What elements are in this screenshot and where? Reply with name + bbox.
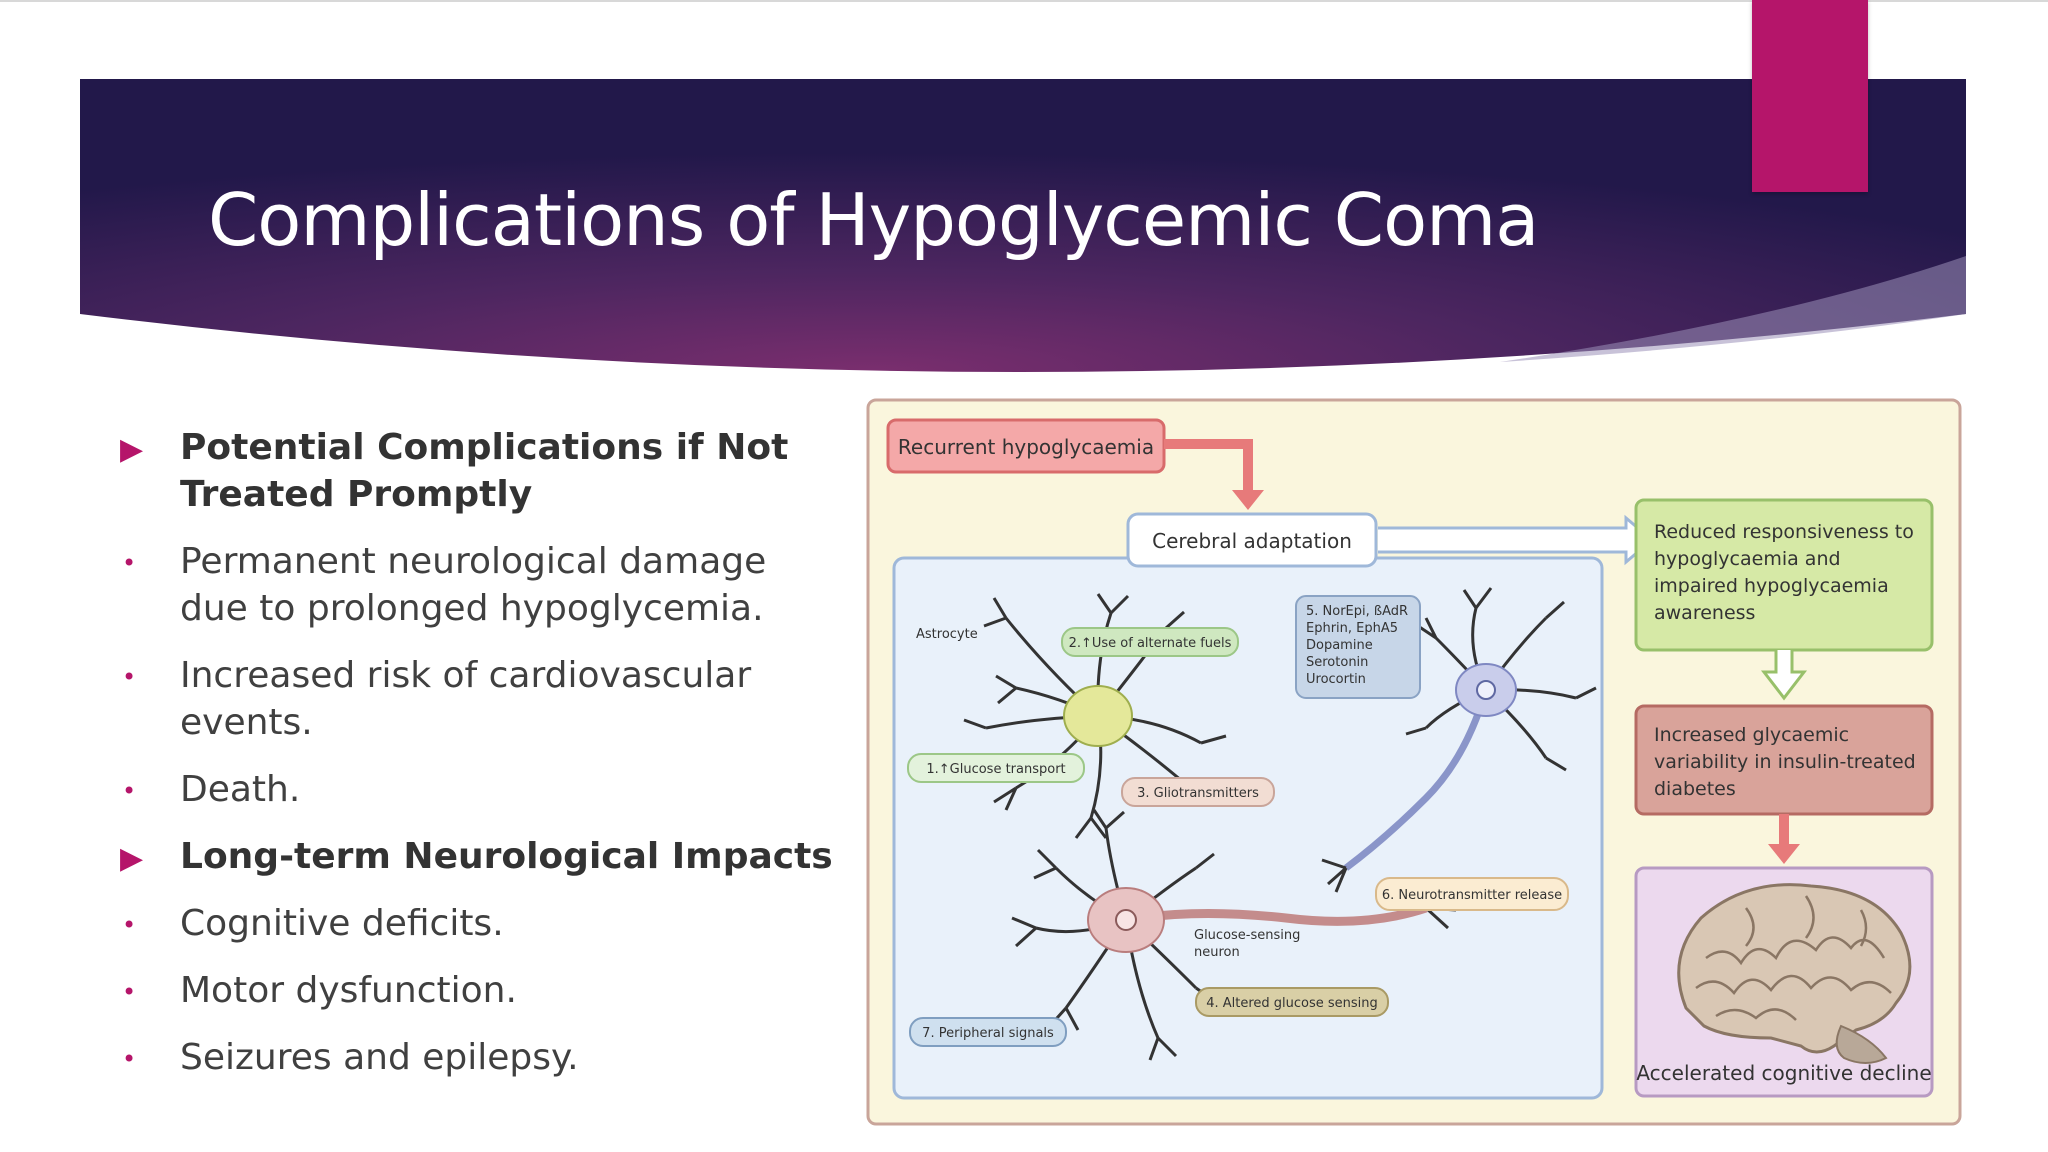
target-neuron-nucleus: [1476, 680, 1496, 700]
alternate-fuels-tag: 2.↑Use of alternate fuels: [1061, 627, 1239, 657]
altered-glucose-sensing-label: 4. Altered glucose sensing: [1206, 996, 1378, 1011]
decline-label: Accelerated cognitive decline: [1636, 1061, 1931, 1085]
transmitters-line-4: Serotonin: [1306, 655, 1368, 670]
arrow-head-cerebral: [1232, 490, 1264, 510]
reduced-line-2: hypoglycaemia and: [1654, 548, 1841, 570]
bullet-text: Motor dysfunction.: [180, 970, 517, 1011]
reduced-responsiveness-box: Reduced responsiveness to hypoglycaemia …: [1634, 498, 1934, 652]
cerebral-adaptation-box: Cerebral adaptation: [1126, 512, 1378, 568]
accent-tab: [1752, 0, 1868, 192]
recurrent-label: Recurrent hypoglycaemia: [898, 435, 1154, 459]
transmitters-line-2: Ephrin, EphA5: [1306, 621, 1398, 636]
transmitters-line-1: 5. NorEpi, ßAdR: [1306, 604, 1408, 619]
alternate-fuels-label: 2.↑Use of alternate fuels: [1069, 636, 1232, 651]
bullet-item: • Permanent neurological damage due to pr…: [120, 538, 840, 632]
reduced-line-4: awareness: [1654, 602, 1755, 624]
reduced-line-3: impaired hypoglycaemia: [1654, 575, 1889, 597]
astrocyte-label: Astrocyte: [916, 627, 978, 642]
bullet-text: Long-term Neurological Impacts: [180, 836, 833, 877]
arrow-head-decline: [1768, 844, 1800, 864]
bullet-item: • Cognitive deficits.: [120, 900, 840, 947]
glucose-sensing-label-1: Glucose-sensing: [1194, 928, 1300, 943]
cerebral-label: Cerebral adaptation: [1152, 529, 1352, 553]
bullet-text: Death.: [180, 769, 301, 810]
bullet-heading: ▶ Long-term Neurological Impacts: [120, 833, 840, 880]
increased-line-2: variability in insulin-treated: [1654, 751, 1916, 773]
arrow-to-cerebral: [1164, 439, 1253, 494]
bullet-item: • Increased risk of cardiovascular events…: [120, 652, 840, 746]
increased-line-1: Increased glycaemic: [1654, 724, 1849, 746]
transmitters-line-5: Urocortin: [1306, 672, 1366, 687]
glucose-transport-label: 1.↑Glucose transport: [926, 762, 1065, 777]
dot-bullet-icon: •: [122, 1045, 137, 1073]
bullet-text: Cognitive deficits.: [180, 903, 504, 944]
arrow-to-increased: [1760, 650, 1808, 701]
gliotransmitters-tag: 3. Gliotransmitters: [1121, 777, 1275, 807]
slide-title: Complications of Hypoglycemic Coma: [208, 178, 1539, 262]
bullet-item: • Death.: [120, 766, 840, 813]
glucose-sensing-label-2: neuron: [1194, 945, 1240, 960]
brain-icon: [1677, 883, 1912, 1064]
astrocyte-body: [1063, 685, 1133, 747]
top-border: [0, 0, 2048, 2]
dot-bullet-icon: •: [122, 663, 137, 691]
dot-bullet-icon: •: [122, 549, 137, 577]
triangle-bullet-icon: ▶: [120, 841, 144, 876]
neuron-axon: [1125, 903, 1428, 926]
bullet-list: ▶ Potential Complications if Not Treated …: [120, 424, 840, 1101]
hypoglycaemia-diagram: Recurrent hypoglycaemia Cerebral adaptat…: [866, 398, 1962, 1126]
bullet-heading: ▶ Potential Complications if Not Treated …: [120, 424, 840, 518]
bullet-item: • Motor dysfunction.: [120, 967, 840, 1014]
cognitive-decline-box: Accelerated cognitive decline: [1634, 866, 1934, 1098]
dot-bullet-icon: •: [122, 777, 137, 805]
target-axon: [1343, 689, 1490, 871]
bullet-item: • Seizures and epilepsy.: [120, 1034, 840, 1081]
target-terminal: [1321, 858, 1348, 893]
triangle-bullet-icon: ▶: [120, 432, 144, 467]
increased-line-3: diabetes: [1654, 778, 1736, 800]
bullet-text: Potential Complications if Not Treated P…: [180, 427, 789, 515]
bullet-text: Permanent neurological damage due to pro…: [180, 541, 767, 629]
title-banner: [80, 79, 1966, 372]
bullet-text: Increased risk of cardiovascular events.: [180, 655, 752, 743]
neurotransmitter-release-label: 6. Neurotransmitter release: [1382, 888, 1562, 903]
recurrent-hypoglycaemia-box: Recurrent hypoglycaemia: [886, 418, 1166, 474]
peripheral-signals-label: 7. Peripheral signals: [922, 1026, 1054, 1041]
neurotransmitter-release-tag: 6. Neurotransmitter release: [1375, 877, 1569, 911]
gliotransmitters-label: 3. Gliotransmitters: [1137, 786, 1259, 801]
transmitters-line-3: Dopamine: [1306, 638, 1373, 653]
dot-bullet-icon: •: [122, 978, 137, 1006]
transmitters-tag: 5. NorEpi, ßAdR Ephrin, EphA5 Dopamine S…: [1295, 595, 1421, 699]
reduced-line-1: Reduced responsiveness to: [1654, 521, 1914, 543]
altered-glucose-sensing-tag: 4. Altered glucose sensing: [1195, 987, 1389, 1017]
bullet-text: Seizures and epilepsy.: [180, 1037, 579, 1078]
glucose-transport-tag: 1.↑Glucose transport: [907, 753, 1085, 783]
dot-bullet-icon: •: [122, 911, 137, 939]
increased-variability-box: Increased glycaemic variability in insul…: [1634, 704, 1934, 816]
neuron-nucleus: [1115, 909, 1137, 931]
peripheral-signals-tag: 7. Peripheral signals: [909, 1017, 1067, 1047]
